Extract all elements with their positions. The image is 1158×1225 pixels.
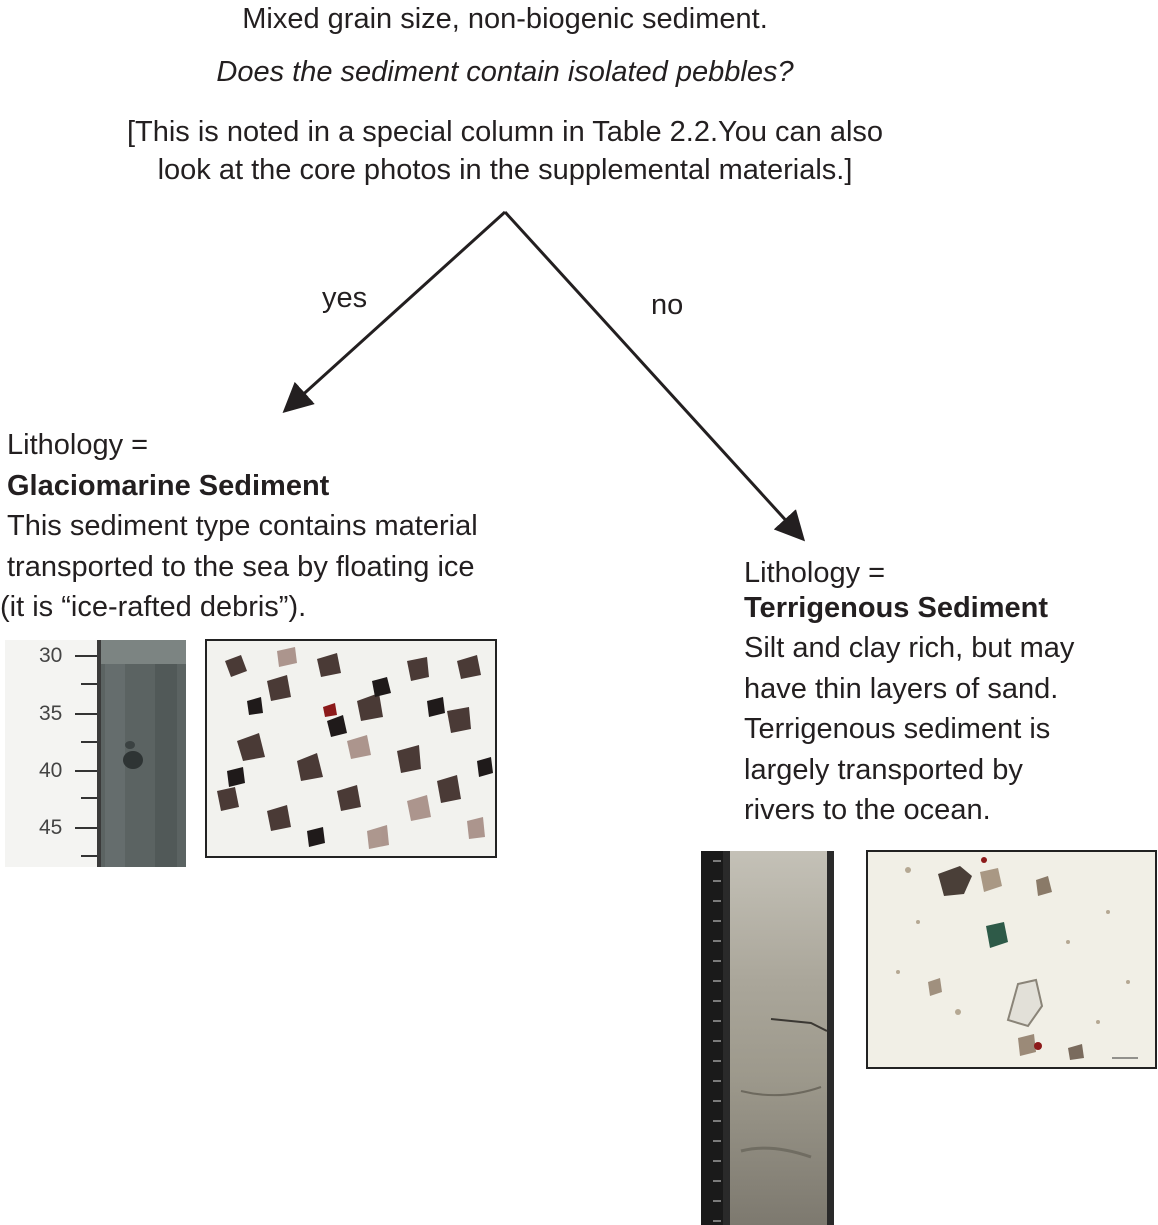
terrigenous-desc-line2: have thin layers of sand. — [744, 672, 1059, 705]
glaciomarine-desc-line1: This sediment type contains material — [7, 510, 478, 542]
core-scale-tick-45: 45 — [39, 816, 63, 839]
core-scale-tick-35: 35 — [39, 702, 63, 725]
core-scale-tick-30: 30 — [39, 644, 63, 667]
terrigenous-desc-line3: Terrigenous sediment is — [744, 713, 1051, 745]
glaciomarine-desc-line2: transported to the sea by floating ice — [7, 550, 475, 583]
terrigenous-name: Terrigenous Sediment — [744, 591, 1049, 624]
yes-arrow — [282, 210, 507, 414]
root-question: Does the sediment contain isolated pebbl… — [216, 56, 794, 88]
terrigenous-desc-line1: Silt and clay rich, but may — [744, 632, 1075, 664]
root-note-line1: [This is noted in a special column in Ta… — [126, 116, 884, 148]
glaciomarine-desc-line3: (it is “ice-rafted debris”). — [0, 591, 307, 623]
terrigenous-lithology-label: Lithology = — [744, 557, 886, 589]
terrigenous-desc-line4: largely transported by — [744, 753, 1023, 786]
terrigenous-core-photo — [701, 851, 834, 1225]
glaciomarine-micrograph — [205, 639, 497, 858]
core-scale-tick-40: 40 — [39, 759, 63, 782]
terrigenous-box: Lithology = Terrigenous Sediment Silt an… — [744, 553, 1154, 831]
terrigenous-micrograph — [866, 850, 1157, 1069]
yes-label: yes — [322, 282, 368, 314]
terrigenous-desc-line5: rivers to the ocean. — [744, 794, 991, 826]
root-note-line2: look at the core photos in the supplemen… — [157, 154, 853, 186]
root-heading: Mixed grain size, non-biogenic sediment. — [242, 3, 768, 35]
glaciomarine-lithology-label: Lithology = — [7, 429, 149, 461]
root-note: [This is noted in a special column in Ta… — [0, 113, 1010, 189]
no-arrow — [503, 210, 806, 542]
glaciomarine-box: Lithology = Glaciomarine Sediment This s… — [0, 425, 607, 628]
glaciomarine-core-photo: 30 35 40 45 — [5, 640, 186, 867]
glaciomarine-name: Glaciomarine Sediment — [7, 469, 330, 502]
no-label: no — [651, 289, 684, 321]
